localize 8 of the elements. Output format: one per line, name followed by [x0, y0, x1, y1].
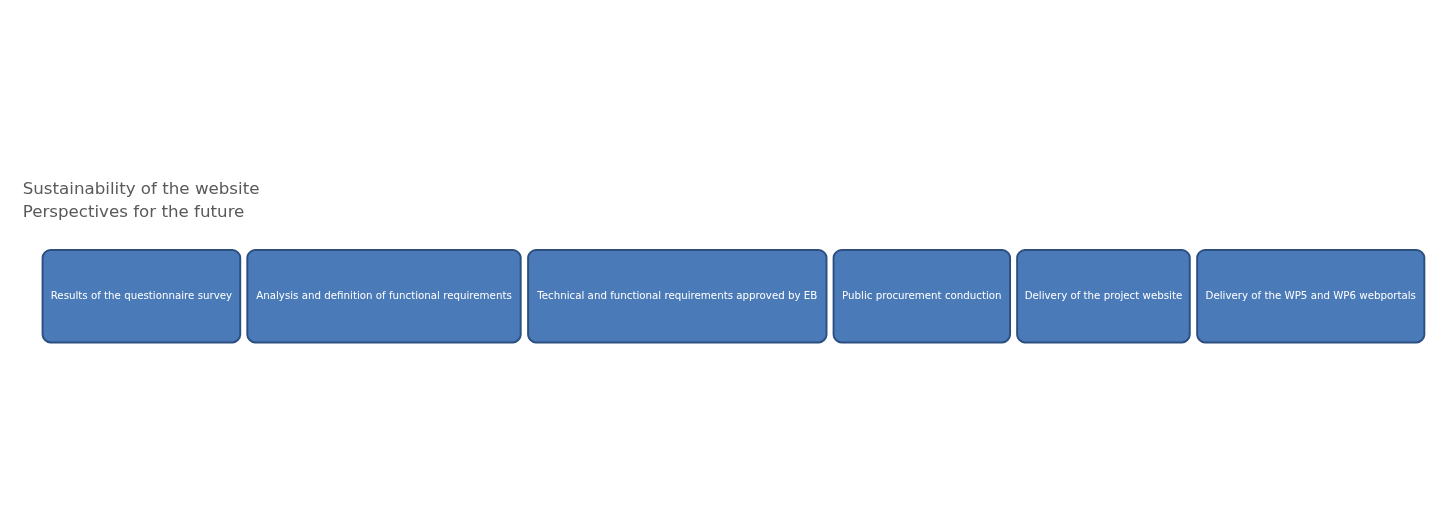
node-box: Results of the questionnaire survey — [41, 248, 242, 343]
node-box: Delivery of the project website — [1016, 248, 1191, 343]
node-box: Technical and functional requirements approved by EB — [527, 248, 828, 343]
node-box: Public procurement conduction — [832, 248, 1012, 343]
label: Perspectives for the future — [22, 201, 245, 221]
node-box: Analysis and definition of functional requirements — [246, 248, 522, 343]
node-box: Delivery of the WP5 and WP6 webportals — [1196, 248, 1426, 343]
label: Sustainability of the website — [22, 178, 260, 198]
